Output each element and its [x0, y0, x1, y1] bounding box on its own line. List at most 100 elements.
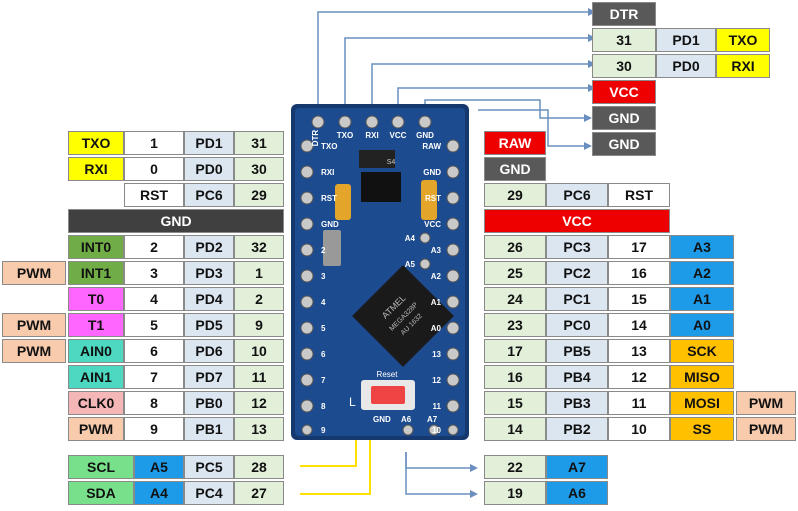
- left-pin-32: 32: [234, 235, 284, 259]
- top-label-gnd: GND: [416, 131, 434, 140]
- right-label-vcc: VCC: [424, 220, 441, 229]
- left-port-pd5: PD5: [184, 313, 234, 337]
- left-num-6: 6: [124, 339, 184, 363]
- left-fn-ain0: AIN0: [68, 339, 124, 363]
- top-label-txo: TXO: [337, 131, 353, 140]
- left-label-3: 3: [321, 272, 326, 281]
- right-num-14: 14: [608, 313, 670, 337]
- left-extra-pwm-3: PWM: [2, 261, 66, 285]
- right-num-10: 10: [608, 417, 670, 441]
- right-label-a0: A0: [431, 324, 442, 333]
- right-pin-14: 14: [484, 417, 546, 441]
- right-fn-a7: A7: [546, 455, 608, 479]
- right-pin-26: 26: [484, 235, 546, 259]
- right-port-pc0: PC0: [546, 313, 608, 337]
- right-pin-16: 16: [484, 365, 546, 389]
- left-label-rst: RST: [321, 194, 337, 203]
- right-pin-24: 24: [484, 287, 546, 311]
- top-fn-txo: TXO: [716, 28, 770, 52]
- left-pin-29: 29: [234, 183, 284, 207]
- right-num-11: 11: [608, 391, 670, 415]
- left-num-0: 0: [124, 157, 184, 181]
- left-port-pd7: PD7: [184, 365, 234, 389]
- right-fn-mosi: MOSI: [670, 391, 734, 415]
- left-num-9: 9: [124, 417, 184, 441]
- left-num-5: 5: [124, 313, 184, 337]
- right-port-pc2: PC2: [546, 261, 608, 285]
- top-label-rxi: RXI: [365, 131, 378, 140]
- right-port-pb4: PB4: [546, 365, 608, 389]
- inner-label-a4: A4: [405, 234, 416, 243]
- left-num-1: 1: [124, 131, 184, 155]
- bottom-label-a6: A6: [401, 415, 412, 424]
- left-label-6: 6: [321, 350, 326, 359]
- right-label-12: 12: [432, 376, 441, 385]
- right-pin-22: 22: [484, 455, 546, 479]
- right-port-pc3: PC3: [546, 235, 608, 259]
- left-fn-pwm-9: PWM: [68, 417, 124, 441]
- txo-line: [344, 37, 588, 118]
- left-fn-t0: T0: [68, 287, 124, 311]
- right-label-a3: A3: [431, 246, 442, 255]
- left-pin-28: 28: [234, 455, 284, 479]
- left-fn-rxi: RXI: [68, 157, 124, 181]
- left-fn-int0: INT0: [68, 235, 124, 259]
- left-port-pb1: PB1: [184, 417, 234, 441]
- right-num-17: 17: [608, 235, 670, 259]
- left-pin-2: 2: [234, 287, 284, 311]
- a6-line: [405, 452, 470, 495]
- left-fn-t1: T1: [68, 313, 124, 337]
- right-port-pb5: PB5: [546, 339, 608, 363]
- left-pin-27: 27: [234, 481, 284, 505]
- right-num-16: 16: [608, 261, 670, 285]
- right-label-a1: A1: [431, 298, 442, 307]
- right-fn-a2: A2: [670, 261, 734, 285]
- left-fn-ain1: AIN1: [68, 365, 124, 389]
- left-label-rxi: RXI: [321, 168, 334, 177]
- left-pin-31: 31: [234, 131, 284, 155]
- left-label-2: 2: [321, 246, 326, 255]
- left-port-pd2: PD2: [184, 235, 234, 259]
- right-label-a2: A2: [431, 272, 442, 281]
- a7-line: [405, 452, 470, 469]
- top-label-vcc: VCC: [390, 131, 407, 140]
- right-label-11: 11: [433, 402, 442, 411]
- right-label-raw: RAW: [422, 142, 441, 151]
- left-fn-int1: INT1: [68, 261, 124, 285]
- right-fn-a0: A0: [670, 313, 734, 337]
- right-pin-23: 23: [484, 313, 546, 337]
- left-fn-clk0: CLK0: [68, 391, 124, 415]
- left-port-pd3: PD3: [184, 261, 234, 285]
- left-extra-pwm-6: PWM: [2, 339, 66, 363]
- left-label-8: 8: [321, 402, 326, 411]
- left-port-pd1: PD1: [184, 131, 234, 155]
- left-port-pd4: PD4: [184, 287, 234, 311]
- left-fn-scl: SCL: [68, 455, 134, 479]
- left-pin-13: 13: [234, 417, 284, 441]
- left-pin-12: 12: [234, 391, 284, 415]
- right-num-12: 12: [608, 365, 670, 389]
- right-port-pb2: PB2: [546, 417, 608, 441]
- left-port-pd6: PD6: [184, 339, 234, 363]
- left-gnd-bar: GND: [68, 209, 284, 233]
- right-fn-a6: A6: [546, 481, 608, 505]
- left-pin-11: 11: [234, 365, 284, 389]
- right-gnd-label: GND: [484, 157, 546, 181]
- top-fn-rxi: RXI: [716, 54, 770, 78]
- dtr-line: [317, 11, 588, 118]
- right-extra-pwm-10: PWM: [736, 417, 796, 441]
- right-pin-29: 29: [484, 183, 546, 207]
- left-label-5: 5: [321, 324, 326, 333]
- bottom-label-gnd: GND: [373, 415, 391, 424]
- right-num-13: 13: [608, 339, 670, 363]
- right-fn-sck: SCK: [670, 339, 734, 363]
- right-port-pb3: PB3: [546, 391, 608, 415]
- top-port-txo: PD1: [656, 28, 716, 52]
- regulator-code: S4: [387, 159, 396, 166]
- right-label-rst: RST: [425, 194, 441, 203]
- brand-mark: L: [349, 395, 356, 409]
- inner-label-a5: A5: [405, 260, 416, 269]
- top-pin-rxi: 30: [592, 54, 656, 78]
- right-rst-label: RST: [608, 183, 670, 207]
- dtr-label: DTR: [592, 2, 656, 26]
